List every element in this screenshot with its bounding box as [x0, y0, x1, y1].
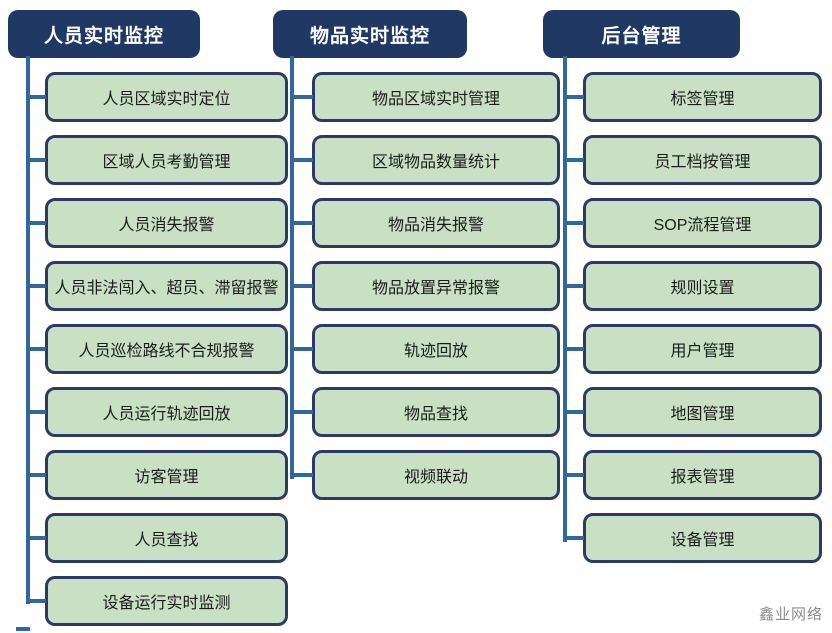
feature-box: 轨迹回放: [290, 324, 560, 374]
feature-label: 规则设置: [670, 280, 735, 297]
connector-branch: [290, 221, 313, 225]
connector-branch: [563, 410, 584, 414]
feature-box: 人员巡检路线不合规报警: [26, 324, 288, 374]
feature-box: 物品放置异常报警: [290, 261, 560, 311]
connector-branch: [26, 599, 46, 603]
connector-branch: [26, 347, 46, 351]
feature-box: 视频联动: [290, 450, 560, 500]
connector-branch: [26, 221, 46, 225]
connector-trunk-personnel: [26, 56, 30, 604]
feature-box: 物品区域实时管理: [290, 72, 560, 122]
connector-branch: [26, 95, 46, 99]
connector-branch: [290, 410, 313, 414]
feature-box: 规则设置: [563, 261, 822, 311]
feature-label: 用户管理: [670, 343, 735, 360]
watermark-text: 鑫业网络: [758, 606, 823, 623]
feature-box: 物品消失报警: [290, 198, 560, 248]
connector-branch: [563, 347, 584, 351]
feature-box: 人员运行轨迹回放: [26, 387, 288, 437]
column-items-backend: 标签管理 员工档按管理 SOP流程管理 规则设置 用户管理 地图管理 报表管理 …: [563, 72, 822, 563]
connector-branch: [290, 284, 313, 288]
connector-branch: [26, 473, 46, 477]
feature-label: SOP流程管理: [653, 217, 752, 234]
connector-trunk-items: [290, 56, 294, 479]
feature-box: 用户管理: [563, 324, 822, 374]
feature-box: 区域物品数量统计: [290, 135, 560, 185]
feature-box: 标签管理: [563, 72, 822, 122]
feature-label: 人员运行轨迹回放: [102, 406, 231, 423]
feature-label: 员工档按管理: [654, 154, 751, 171]
feature-label: 区域物品数量统计: [371, 154, 500, 171]
feature-label: 人员区域实时定位: [102, 91, 231, 108]
connector-branch: [26, 158, 46, 162]
feature-label: 设备管理: [670, 532, 735, 549]
feature-label: 地图管理: [670, 406, 735, 423]
column-items-items: 物品区域实时管理 区域物品数量统计 物品消失报警 物品放置异常报警 轨迹回放 物…: [290, 72, 560, 500]
column-header-personnel-monitoring: 人员实时监控: [8, 10, 200, 58]
feature-box: 人员消失报警: [26, 198, 288, 248]
feature-box: 访客管理: [26, 450, 288, 500]
feature-label: 标签管理: [670, 91, 735, 108]
feature-label: 物品放置异常报警: [371, 280, 500, 297]
feature-box: SOP流程管理: [563, 198, 822, 248]
feature-label: 物品查找: [403, 406, 468, 423]
connector-branch: [290, 95, 313, 99]
connector-branch: [290, 347, 313, 351]
feature-box: 人员查找: [26, 513, 288, 563]
connector-branch: [563, 536, 584, 540]
connector-branch: [26, 536, 46, 540]
connector-branch: [563, 473, 584, 477]
feature-label: 物品消失报警: [387, 217, 484, 234]
feature-label: 报表管理: [670, 469, 735, 486]
feature-label: 人员巡检路线不合规报警: [78, 343, 255, 360]
feature-label: 物品区域实时管理: [371, 91, 500, 108]
feature-box: 人员区域实时定位: [26, 72, 288, 122]
connector-branch: [290, 473, 313, 477]
column-header-item-monitoring: 物品实时监控: [273, 10, 467, 58]
feature-box: 物品查找: [290, 387, 560, 437]
stray-line: [16, 627, 30, 631]
feature-box: 设备管理: [563, 513, 822, 563]
feature-label: 人员非法闯入、超员、滞留报警: [54, 280, 279, 297]
feature-label: 视频联动: [403, 469, 468, 486]
connector-branch: [563, 95, 584, 99]
feature-label: 区域人员考勤管理: [102, 154, 231, 171]
feature-box: 员工档按管理: [563, 135, 822, 185]
feature-box: 区域人员考勤管理: [26, 135, 288, 185]
column-header-backend-management: 后台管理: [543, 10, 740, 58]
connector-branch: [563, 284, 584, 288]
feature-label: 人员查找: [134, 532, 199, 549]
feature-box: 地图管理: [563, 387, 822, 437]
connector-branch: [26, 284, 46, 288]
feature-label: 人员消失报警: [118, 217, 215, 234]
connector-branch: [563, 221, 584, 225]
feature-box: 报表管理: [563, 450, 822, 500]
feature-label: 设备运行实时监测: [102, 595, 231, 612]
feature-box: 人员非法闯入、超员、滞留报警: [26, 261, 288, 311]
feature-label: 访客管理: [134, 469, 199, 486]
connector-branch: [26, 410, 46, 414]
connector-trunk-backend: [563, 56, 567, 542]
feature-label: 轨迹回放: [403, 343, 468, 360]
column-items-personnel: 人员区域实时定位 区域人员考勤管理 人员消失报警 人员非法闯入、超员、滞留报警 …: [26, 72, 288, 626]
feature-box: 设备运行实时监测: [26, 576, 288, 626]
connector-branch: [290, 158, 313, 162]
connector-branch: [563, 158, 584, 162]
